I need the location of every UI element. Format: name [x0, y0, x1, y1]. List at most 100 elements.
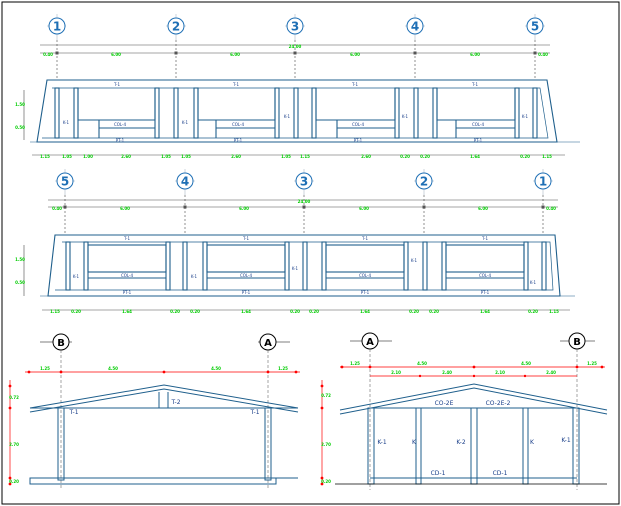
mid-bottom-dims: 1.15 0.20 1.64 0.20 0.20 1.64 0.20 0.20 …: [50, 309, 559, 314]
sill-label: PT-1: [361, 290, 370, 295]
dim: 0.20: [321, 479, 331, 484]
grid-label-4: 4: [411, 20, 419, 34]
top-elevation: 1 2 3 4 5: [15, 14, 580, 159]
beam-label: T-1: [113, 82, 121, 87]
dim: 0.20: [429, 309, 439, 314]
mid-bay-3: 6.00: [359, 206, 369, 211]
mid-bay-1: 6.00: [120, 206, 130, 211]
mid-elevation: 5 4 3 2 1: [15, 169, 575, 314]
grid-label-5: 5: [531, 20, 539, 34]
dim: 2.40: [442, 370, 452, 375]
window-label: K-1: [292, 266, 299, 271]
grid-label-1: 1: [53, 20, 61, 34]
dim: 1.00: [83, 154, 93, 159]
grid-axis-2: 2: [166, 14, 186, 40]
grid-label-m5: 5: [61, 175, 69, 189]
wall-elevation-mid: [47, 234, 561, 297]
dim: 0.20: [190, 309, 200, 314]
mid-overall-dim: 24.00: [298, 199, 311, 204]
axis-label-B2: B: [573, 337, 581, 348]
mid-bay-4: 6.00: [478, 206, 488, 211]
sill-label: PT-1: [481, 290, 490, 295]
dim: 1.05: [181, 154, 191, 159]
window-label: K-1: [63, 120, 70, 125]
section-right: A B 1.25 4.50 4.50 1.25 2.10 2.40 2.10 2…: [320, 332, 608, 490]
grid-label-2: 2: [172, 20, 180, 34]
dim: 4.50: [211, 366, 221, 371]
dim: 1.64: [470, 154, 480, 159]
dim: 1.64: [241, 309, 251, 314]
sill-label: PT-1: [234, 138, 243, 143]
grid-label-m2: 2: [420, 175, 428, 189]
dim: 1.15: [542, 154, 552, 159]
grid-axis-m2: 2: [414, 169, 434, 195]
column-label: K: [530, 439, 535, 446]
section-left-frame: [29, 384, 299, 485]
height-dim-2: 0.50: [15, 125, 25, 130]
beam-label: T-1: [123, 236, 131, 241]
grid-axis-m1: 1: [533, 169, 553, 195]
grid-axis-m5: 5: [55, 169, 75, 195]
dim: 1.15: [40, 154, 50, 159]
dim: 1.25: [587, 361, 597, 366]
grid-axis-4: 4: [405, 14, 425, 40]
dim: 1.15: [549, 309, 559, 314]
bay-dim-4: 6.00: [470, 52, 480, 57]
dim: 1.25: [40, 366, 50, 371]
top-bottom-dims: 1.15 1.05 1.00 2.60 1.05 1.05 2.60 1.05 …: [40, 154, 552, 159]
dim: 0.72: [9, 395, 19, 400]
mid-height-1: 1.50: [15, 257, 25, 262]
grid-axis-m3: 3: [294, 169, 314, 195]
dim: 2.40: [546, 370, 556, 375]
grid-label-m1: 1: [539, 175, 547, 189]
dim: 2.60: [231, 154, 241, 159]
end-dim-right: 0.40: [538, 52, 548, 57]
lintel-label: COL-4: [121, 273, 134, 278]
dim: 0.20: [290, 309, 300, 314]
dim: 2.70: [321, 442, 331, 447]
mid-end-right: 0.40: [546, 206, 556, 211]
dim: 0.20: [520, 154, 530, 159]
sill-label: PT-1: [242, 290, 251, 295]
lintel-label: COL-4: [479, 273, 492, 278]
lintel-label: COL-4: [232, 122, 245, 127]
grid-label-m4: 4: [181, 175, 189, 189]
window-label: K-1: [73, 274, 80, 279]
bay-dim-1: 6.00: [111, 52, 121, 57]
beam-label: CO-2E-2: [486, 400, 511, 407]
dim: 2.60: [121, 154, 131, 159]
end-dim-left: 0.40: [43, 52, 53, 57]
dim: 2.10: [391, 370, 401, 375]
dim: 2.60: [361, 154, 371, 159]
window-label: K-1: [411, 258, 418, 263]
dim: 1.15: [50, 309, 60, 314]
overall-dim: 24.00: [289, 44, 302, 49]
beam-label: T-1: [361, 236, 369, 241]
mid-elevation-labels: T-1 T-1 T-1 T-1 COL-4 COL-4 COL-4 COL-4 …: [73, 236, 537, 295]
mid-end-left: 0.40: [52, 206, 62, 211]
dim: 0.20: [309, 309, 319, 314]
dim: 0.20: [170, 309, 180, 314]
beam-label: T-1: [232, 82, 240, 87]
beam-label: T-1: [481, 236, 489, 241]
axis-label-A2: A: [366, 337, 374, 348]
column-label: K-2: [456, 439, 465, 446]
lintel-label: COL-4: [114, 122, 127, 127]
dim: 1.64: [360, 309, 370, 314]
height-dim-1: 1.50: [15, 102, 25, 107]
dim: 4.50: [108, 366, 118, 371]
dim: 0.20: [71, 309, 81, 314]
beam-label: T-2: [170, 399, 180, 406]
dim: 1.05: [281, 154, 291, 159]
grid-axis-m4: 4: [175, 169, 195, 195]
dim: 0.20: [409, 309, 419, 314]
mid-height-2: 0.50: [15, 280, 25, 285]
axis-label-A: A: [264, 338, 272, 349]
grid-axis-1: 1: [47, 14, 66, 40]
top-elevation-labels: T-1 T-1 T-1 T-1 COL-4 COL-4 COL-4 COL-4 …: [63, 82, 529, 143]
dim: 2.10: [495, 370, 505, 375]
dim: 1.64: [122, 309, 132, 314]
window-label: K-1: [284, 114, 291, 119]
section-left: B A 1.25 4.50 4.50 1.25 0.72 2.70 0.20 T…: [8, 333, 300, 490]
